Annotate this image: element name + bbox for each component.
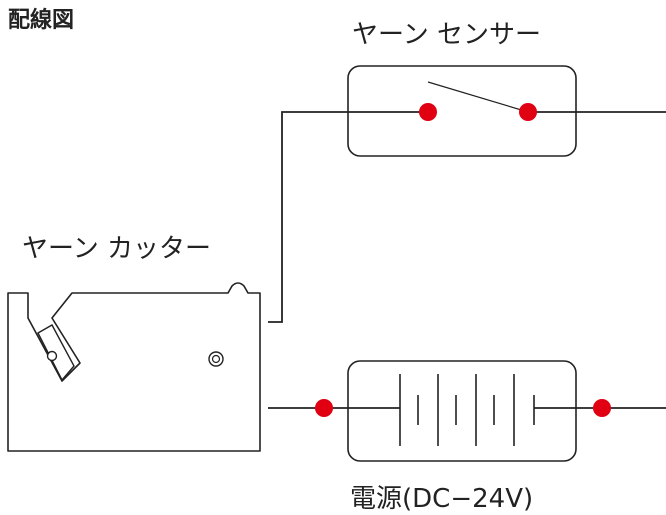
power-terminal-left [315,399,333,417]
yarn-sensor-box [347,65,577,157]
battery-symbol [399,374,535,446]
power-supply-label: 電源(DC−24V) [350,484,534,514]
sensor-switch-lever [427,81,529,113]
yarn-cutter-pivot [46,350,58,362]
yarn-sensor-label: ヤーン センサー [352,20,541,50]
yarn-cutter-knob-inner [211,354,221,364]
sensor-terminal-left [419,103,437,121]
diagram-title: 配線図 [8,8,75,33]
power-supply-box [347,360,577,462]
sensor-terminal-right [519,103,537,121]
power-terminal-right [593,399,611,417]
wire-cutter-to-sensor [268,111,428,323]
yarn-cutter-label: ヤーン カッター [22,234,211,264]
yarn-cutter-blade [37,324,75,382]
yarn-cutter-body [7,282,261,452]
